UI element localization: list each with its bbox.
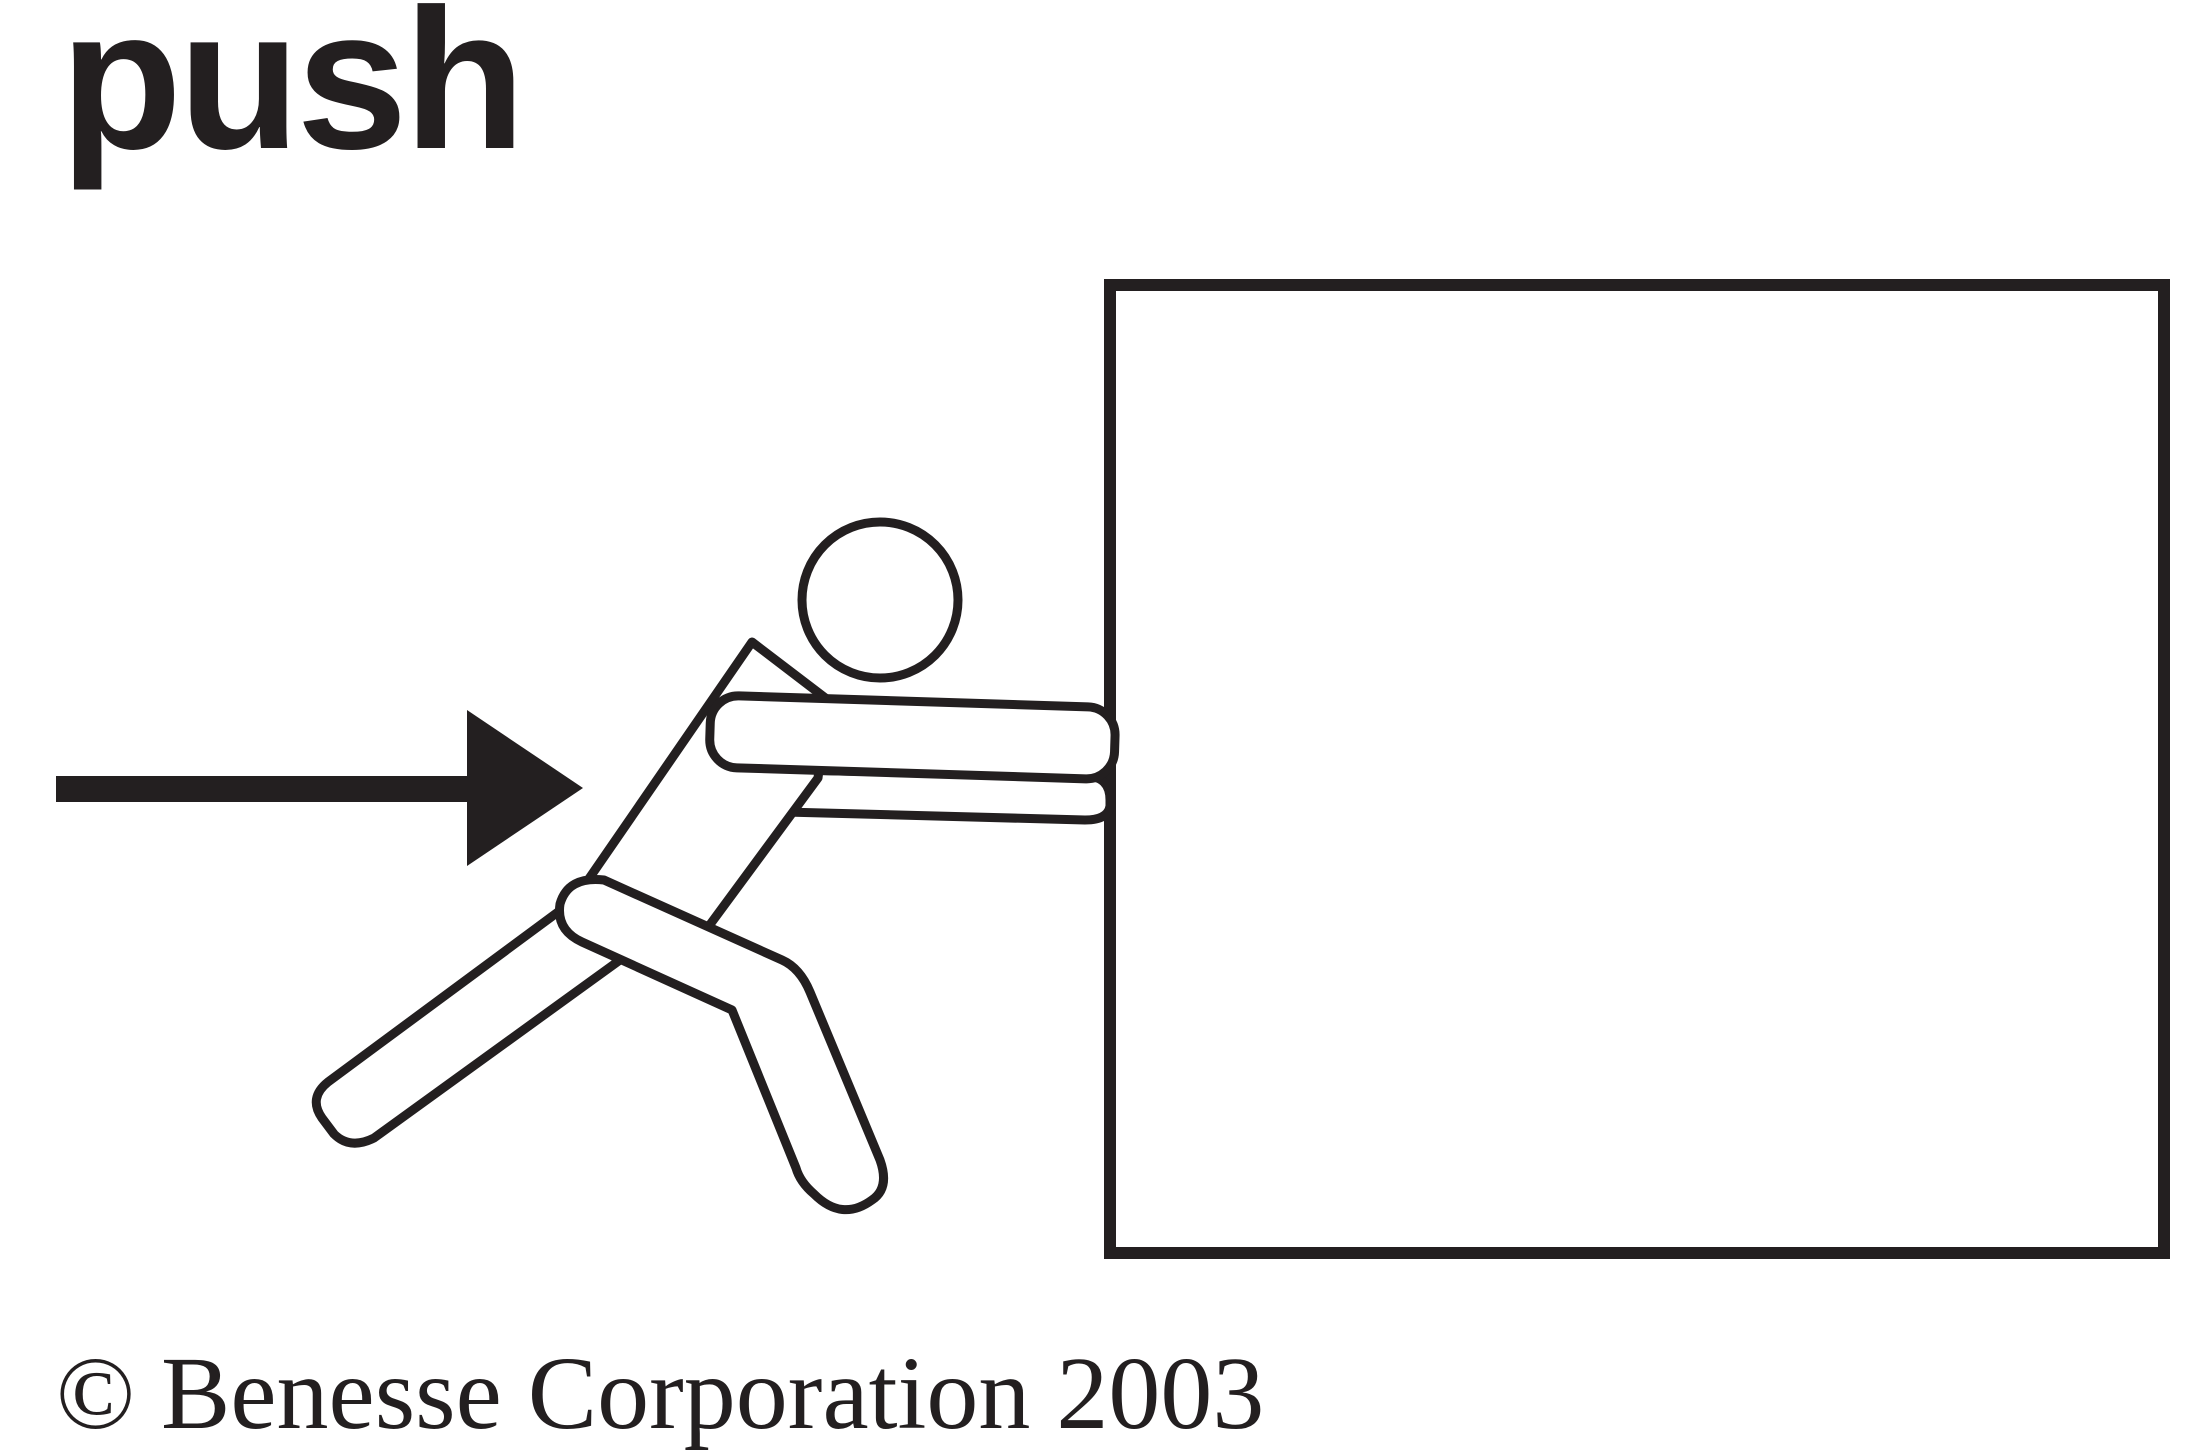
arrow-shaft	[56, 776, 476, 802]
pushing-figure-icon	[311, 517, 1120, 1215]
arrow-right-icon	[56, 710, 583, 866]
back-leg	[311, 907, 625, 1148]
front-leg	[554, 875, 889, 1215]
head	[797, 517, 963, 683]
box	[1104, 279, 2170, 1259]
copyright-notice: © Benesse Corporation 2003	[56, 1336, 1265, 1451]
near-arm	[705, 691, 1120, 784]
arrow-head	[467, 710, 583, 866]
page-title: push	[60, 0, 526, 191]
